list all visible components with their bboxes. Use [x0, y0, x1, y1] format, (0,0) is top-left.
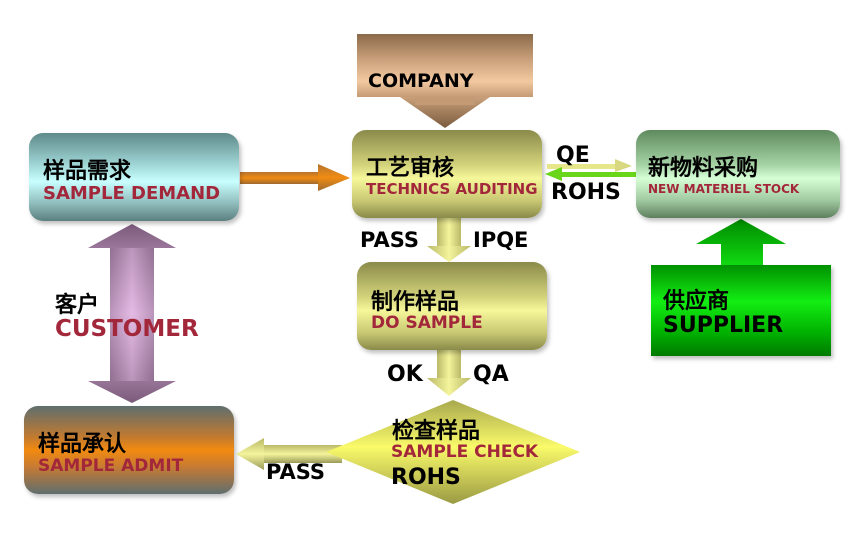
arrow-dosample-to-check: [427, 350, 471, 396]
sample-admit-en: SAMPLE ADMIT: [38, 456, 184, 476]
sample-demand-zh: 样品需求: [43, 159, 132, 184]
customer-zh: 客户: [55, 293, 100, 318]
technics-auditing-zh: 工艺审核: [366, 156, 455, 181]
sample-admit-zh: 样品承认: [38, 432, 127, 457]
technics-auditing-node: 工艺审核 TECHNICS AUDITING: [352, 130, 542, 218]
customer-double-arrow: [88, 224, 176, 403]
supplier-en: SUPPLIER: [663, 313, 784, 338]
company-label: COMPANY: [368, 70, 474, 92]
do-sample-node: 制作样品 DO SAMPLE: [357, 262, 547, 350]
do-sample-en: DO SAMPLE: [371, 313, 483, 333]
arrow-check-to-admit: [236, 438, 342, 470]
do-sample-zh: 制作样品: [371, 290, 460, 315]
supplier-arrow: [696, 219, 786, 265]
edge-label-ok: OK: [387, 362, 423, 387]
customer-en: CUSTOMER: [55, 316, 199, 342]
new-materiel-stock-node: 新物料采购 NEW MATERIEL STOCK: [636, 130, 840, 218]
edge-label-rohs: ROHS: [551, 180, 621, 205]
company-node: COMPANY: [357, 34, 533, 97]
sample-check-zh: 检查样品: [392, 419, 481, 444]
sample-admit-node: 样品承认 SAMPLE ADMIT: [24, 406, 234, 494]
sample-demand-node: 样品需求 SAMPLE DEMAND: [29, 133, 239, 221]
arrow-demand-to-technics: [240, 164, 350, 191]
arrow-technics-to-dosample: [427, 218, 471, 262]
sample-check-rohs: ROHS: [391, 465, 461, 490]
edge-label-qe: QE: [556, 143, 590, 168]
technics-auditing-en: TECHNICS AUDITING: [366, 180, 538, 198]
supplier-node: 供应商 SUPPLIER: [651, 265, 831, 356]
sample-demand-en: SAMPLE DEMAND: [43, 183, 221, 204]
edge-label-pass-bottom: PASS: [266, 460, 326, 484]
sample-check-diamond: [326, 400, 580, 504]
sample-check-en: SAMPLE CHECK: [391, 442, 539, 462]
supplier-zh: 供应商: [663, 289, 730, 314]
edge-label-ipqe: IPQE: [473, 228, 529, 252]
edge-label-pass-top: PASS: [360, 228, 420, 252]
edge-label-qa: QA: [473, 362, 509, 387]
new-materiel-stock-en: NEW MATERIEL STOCK: [648, 182, 800, 196]
arrow-technics-to-stock: [547, 159, 632, 172]
arrow-stock-to-technics: [545, 167, 636, 181]
company-arrow-stem: [415, 95, 475, 105]
new-materiel-stock-zh: 新物料采购: [648, 156, 759, 181]
